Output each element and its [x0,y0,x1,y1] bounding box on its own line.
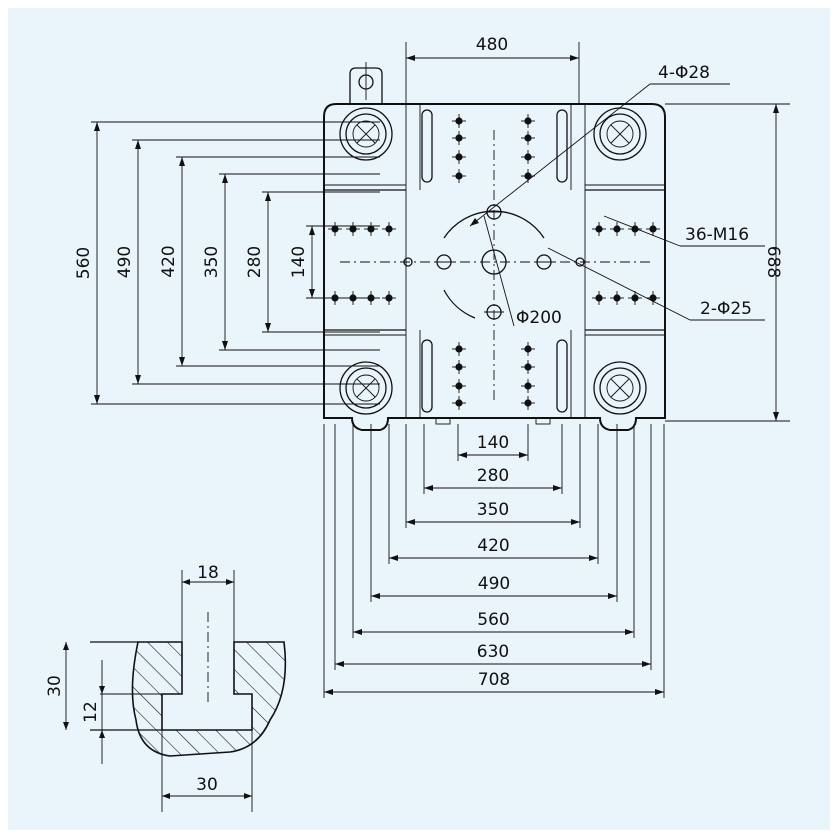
threaded-hole [521,379,535,393]
dim-horizontal-label: 630 [477,642,509,662]
callout-pin-label: 2-Φ25 [700,299,752,319]
threaded-hole [328,222,342,236]
callout-circle-label: Φ200 [516,308,562,328]
tie-bar-holes [339,107,647,415]
threaded-hole [452,131,466,145]
dim-horizontal: 630 [334,424,652,670]
slot-depth-label: 30 [45,675,65,697]
dim-horizontal: 560 [352,424,635,638]
dim-horizontal: 420 [388,424,599,564]
dim-top-width: 480 [405,35,580,104]
dim-vertical: 350 [202,173,380,351]
dim-horizontal-label: 140 [477,433,509,453]
centre-features [340,130,650,400]
tie-bar-hole-br [593,361,647,415]
dim-vertical: 490 [115,139,380,385]
threaded-hole [646,222,660,236]
dim-vertical-label: 280 [245,246,265,278]
dim-vertical-label: 490 [115,246,135,278]
threaded-hole [592,291,606,305]
threaded-hole [452,169,466,183]
dim-horizontal-label: 560 [477,610,509,630]
slot-bottom-label: 30 [196,775,218,795]
horizontal-dimensions: 140 280 350 420 490 560 630 708 [323,424,665,698]
dim-horizontal: 350 [405,424,581,528]
callout-circle: Φ200 [483,215,562,328]
dim-vertical: 560 [74,121,380,405]
threaded-hole [610,291,624,305]
platen-body [323,62,666,431]
threaded-hole [521,342,535,356]
dim-horizontal-label: 708 [478,670,510,690]
dim-vertical-label: 350 [202,246,222,278]
t-slot-detail: 18 30 12 30 [45,563,287,812]
threaded-hole [452,360,466,374]
callout-thread: 36-M16 [603,215,765,247]
threaded-hole [521,396,535,410]
dim-vertical: 140 [289,225,380,299]
dim-vertical: 420 [159,156,380,367]
dim-vertical-label: 420 [159,245,179,277]
threaded-hole [628,291,642,305]
dim-vertical-label: 140 [289,246,309,278]
dim-horizontal-label: 350 [477,500,509,520]
dim-overall-height: 688 [665,103,790,422]
dim-vertical-label: 560 [74,247,94,279]
threaded-hole [382,222,396,236]
threaded-hole [346,222,360,236]
dim-horizontal: 280 [423,424,563,494]
dim-overall-height-label: 688 [763,246,783,278]
callout-thread-label: 36-M16 [685,225,749,245]
threaded-hole [610,222,624,236]
threaded-hole [521,360,535,374]
threaded-hole [646,291,660,305]
callout-tie-bar-label: 4-Φ28 [658,63,710,83]
dim-vertical: 280 [245,191,380,333]
dim-horizontal-label: 490 [478,574,510,594]
threaded-hole [452,342,466,356]
dim-top-width-label: 480 [476,35,508,55]
dim-horizontal: 490 [370,424,618,602]
threaded-hole [521,150,535,164]
slot-top-label: 18 [197,563,219,583]
callout-tie-bar: 4-Φ28 [469,63,730,227]
threaded-hole [452,150,466,164]
threaded-hole [592,222,606,236]
tie-bar-hole-bl [339,361,393,415]
dim-horizontal: 708 [323,424,665,698]
callout-pin: 2-Φ25 [547,247,765,321]
threaded-hole [521,131,535,145]
dim-horizontal: 140 [457,424,529,461]
vertical-dimensions: 560 490 420 350 280 140 [74,121,380,405]
dim-horizontal-label: 420 [477,536,509,556]
threaded-hole [452,396,466,410]
dim-horizontal-label: 280 [477,466,509,486]
threaded-hole [452,114,466,128]
threaded-hole [521,114,535,128]
threaded-holes [328,114,660,410]
slot-neck-label: 12 [81,701,101,723]
threaded-hole [452,379,466,393]
threaded-hole [364,222,378,236]
threaded-hole [382,291,396,305]
